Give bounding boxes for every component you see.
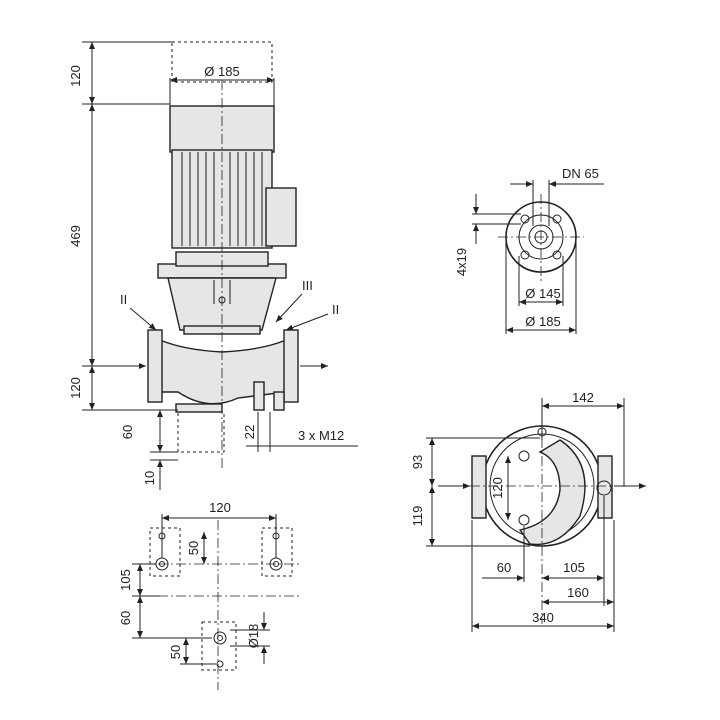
- flange-hole: [520, 214, 530, 224]
- label-ii-right: II: [332, 302, 339, 317]
- dim-bolt-circle: Ø 145: [525, 286, 560, 301]
- flange-hole: [552, 214, 562, 224]
- dim-overall: 340: [532, 610, 554, 625]
- dim-total-height: 469: [68, 225, 83, 247]
- foot-pad-left: [149, 527, 181, 577]
- dim-foot-height: 60: [120, 425, 135, 439]
- dim-left: 60: [497, 560, 511, 575]
- dim-rear-half: 50: [168, 645, 183, 659]
- dim-inner: 120: [490, 477, 505, 499]
- dim-lower: 119: [410, 506, 425, 527]
- volute: [518, 439, 586, 546]
- dim-hole-dia: Ø18: [246, 624, 261, 649]
- flange-view: DN 65 4x19 Ø 145 Ø 185: [454, 166, 604, 334]
- pump-housing: [159, 338, 287, 405]
- dim-base-height: 120: [68, 377, 83, 399]
- dim-holes: 4x19: [454, 248, 469, 276]
- flange-right: [283, 329, 299, 403]
- dim-right-total: 160: [567, 585, 589, 600]
- label-iii: III: [302, 278, 313, 293]
- dim-lateral: 105: [118, 569, 133, 591]
- clearance-box: [171, 41, 273, 83]
- dim-motor-diameter: Ø 185: [204, 64, 239, 79]
- dim-foot-gap: 10: [142, 471, 157, 485]
- dim-half-offset: 50: [186, 541, 201, 555]
- flange-hole: [552, 250, 562, 260]
- motor-fins: [181, 152, 263, 246]
- dim-offset-right: 142: [572, 390, 594, 405]
- dim-dn: DN 65: [562, 166, 599, 181]
- footprint-view: 120 50 105 60 Ø18 50: [118, 500, 300, 690]
- foot-pad-rear: [201, 621, 237, 671]
- top-view: 142 93 119 120 60 105 160 340: [410, 390, 646, 632]
- foot-hole: [213, 631, 227, 645]
- dim-center-right: 105: [563, 560, 585, 575]
- terminal-box: [265, 187, 297, 247]
- dim-bolt-spec: 3 x M12: [298, 428, 344, 443]
- dim-bolt-offset: 22: [242, 425, 257, 439]
- dim-rear: 60: [118, 611, 133, 625]
- top-flange-right: [597, 455, 613, 519]
- flange-hole: [520, 250, 530, 260]
- top-flange-left: [471, 455, 487, 519]
- dim-flange-outer: Ø 185: [525, 314, 560, 329]
- dim-top-clearance: 120: [68, 65, 83, 87]
- pump-foot: [175, 403, 223, 413]
- side-view: II III II 120 469 120 Ø 185 60 10 2: [68, 41, 358, 490]
- foot-pad-right: [261, 527, 293, 577]
- dim-upper: 93: [410, 455, 425, 469]
- base-dashed: [177, 411, 225, 453]
- label-ii-left: II: [120, 292, 127, 307]
- dim-spacing: 120: [209, 500, 231, 515]
- flange-left: [147, 329, 163, 403]
